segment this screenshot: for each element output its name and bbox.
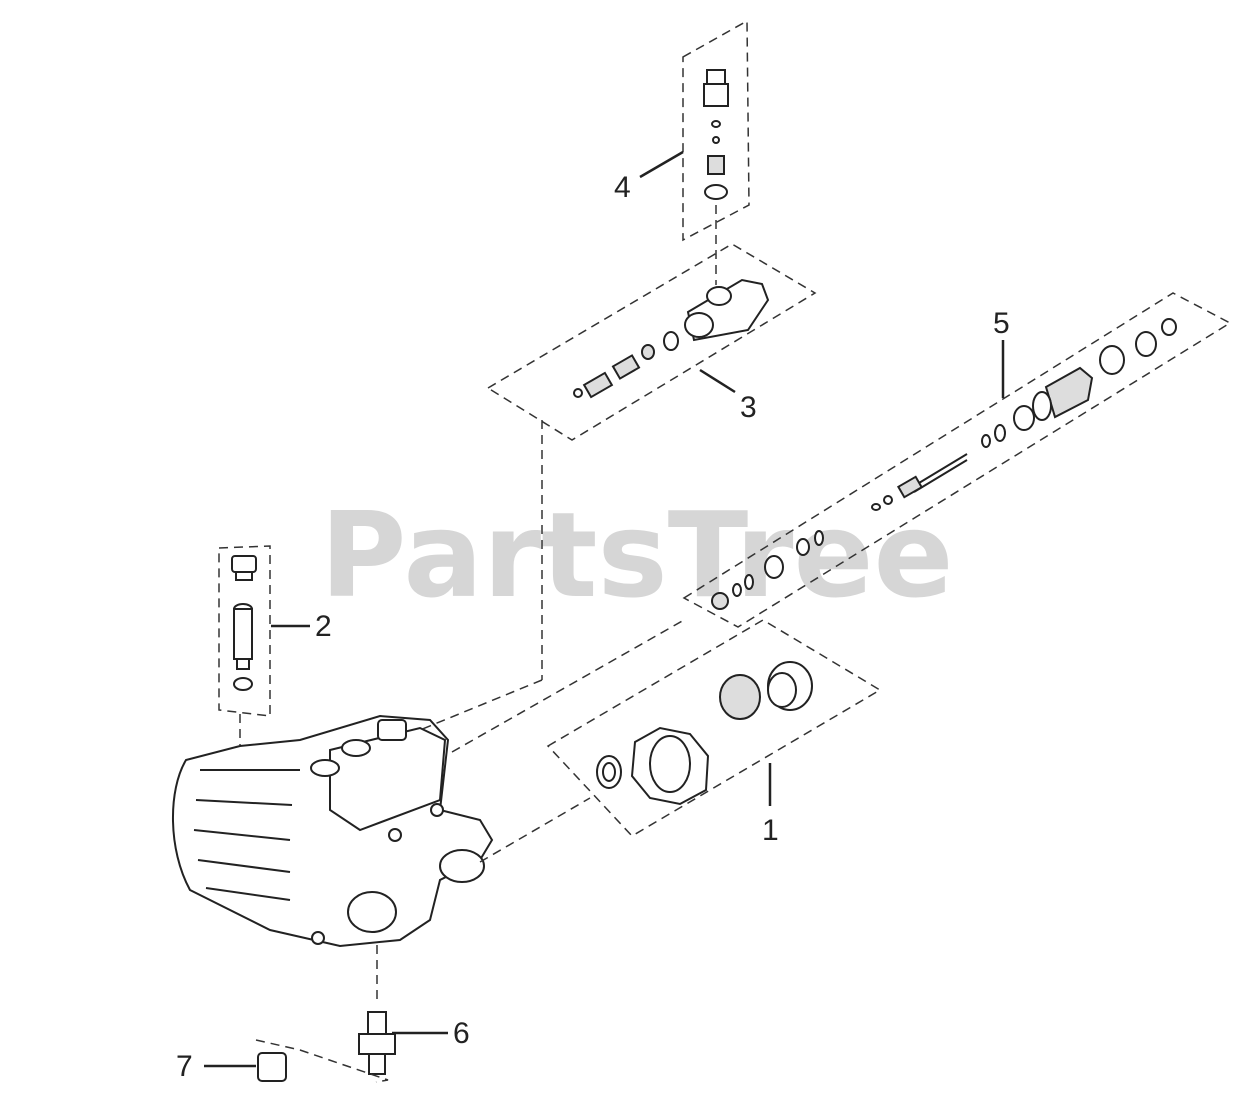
callout-2: 2 bbox=[315, 610, 332, 643]
part-group-6[interactable] bbox=[358, 945, 396, 1075]
part-group-2[interactable] bbox=[218, 545, 271, 717]
part-group-3[interactable] bbox=[486, 243, 817, 680]
callouts: 1 2 3 4 5 6 7 bbox=[176, 150, 1010, 1083]
watermark: PartsTree bbox=[320, 486, 954, 624]
callout-1: 1 bbox=[762, 814, 779, 847]
callout-6: 6 bbox=[453, 1017, 470, 1050]
callout-7: 7 bbox=[176, 1050, 193, 1083]
callout-5: 5 bbox=[993, 307, 1010, 340]
part-group-7[interactable] bbox=[255, 1039, 389, 1083]
callout-4: 4 bbox=[614, 171, 631, 204]
pump-body[interactable] bbox=[172, 714, 494, 948]
part-group-4[interactable] bbox=[682, 19, 750, 285]
part-group-5[interactable] bbox=[682, 292, 1232, 628]
part-group-1[interactable] bbox=[546, 619, 882, 837]
callout-3: 3 bbox=[740, 391, 757, 424]
connection-lines bbox=[239, 619, 685, 863]
